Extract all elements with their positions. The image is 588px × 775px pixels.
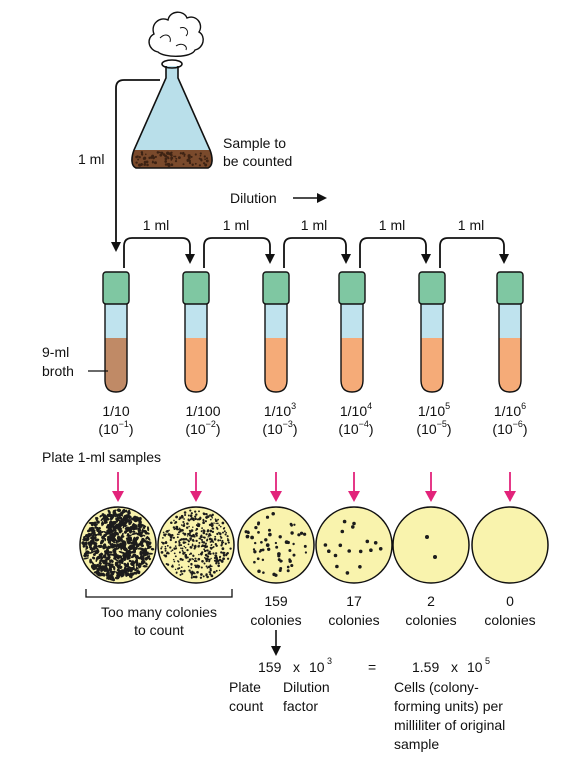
colony-count: 0 colonies	[484, 593, 535, 628]
transfer-arch: 1 ml	[283, 217, 351, 268]
transfer-label: 1 ml	[379, 217, 405, 233]
plate-samples-label: Plate 1-ml samples	[42, 449, 161, 465]
too-many-line2: to count	[134, 622, 184, 638]
calc-result-line4: sample	[394, 736, 439, 752]
calc-plate-count: 159	[258, 659, 282, 675]
colony-count: 17 colonies	[328, 593, 379, 628]
broth-label: 9-ml broth	[42, 344, 108, 379]
dilution-label: 1/106(10−6)	[492, 401, 527, 437]
dilution-fraction: 1/103	[264, 401, 296, 419]
transfer-arch: 1 ml	[439, 217, 509, 268]
transfer-arch: 1 ml	[203, 217, 275, 268]
dilution-tube	[102, 271, 130, 393]
dilution-fraction: 1/105	[418, 401, 450, 419]
calc-plate-label-line1: Plate	[229, 679, 261, 695]
calc-dilution-base: 10	[309, 659, 325, 675]
dilution-label: 1/104(10−4)	[338, 401, 373, 437]
dilution-scientific: (10−2)	[185, 419, 220, 437]
too-many-bracket: Too many colonies to count	[85, 589, 233, 638]
dilution-scientific: (10−6)	[492, 419, 527, 437]
calc-dilution-label-line2: factor	[283, 698, 318, 714]
flask-transfer-arrow: 1 ml	[78, 79, 160, 252]
colony-count-unit: colonies	[328, 612, 379, 628]
dilution-fraction: 1/104	[340, 401, 372, 419]
calc-result-exp: 5	[485, 656, 490, 666]
calc-dilution-exp: 3	[327, 656, 332, 666]
dilution-label: 1/100(10−2)	[185, 403, 220, 437]
cotton-plug-icon	[148, 11, 204, 57]
transfer-arches: 1 ml 1 ml 1 ml 1 ml 1 ml	[123, 217, 509, 268]
sample-label-line1: Sample to	[223, 135, 286, 151]
calc-equals: =	[368, 659, 376, 675]
calculation: 159 x 10 3 = 1.59 x 10 5 Plate count Dil…	[229, 656, 505, 752]
calc-result-times: x	[451, 659, 458, 675]
dilution-label: 1/103(10−3)	[262, 401, 297, 437]
dilution-scientific: (10−5)	[416, 419, 451, 437]
dilution-fraction: 1/106	[494, 401, 526, 419]
calc-result-line3: milliliter of original	[394, 717, 505, 733]
flask-liquid	[131, 66, 213, 168]
colony-counts: 159 colonies 17 colonies 2 colonies 0 colonies	[250, 593, 535, 628]
dilution-tubes	[102, 271, 524, 393]
petri-plate	[79, 506, 157, 584]
calc-dilution-label-line1: Dilution	[283, 679, 330, 695]
colony-count: 2 colonies	[405, 593, 456, 628]
dilution-direction: Dilution	[230, 190, 327, 206]
plating-arrows	[112, 472, 516, 502]
sample-label-line2: be counted	[223, 153, 292, 169]
transfer-label: 1 ml	[458, 217, 484, 233]
transfer-arch: 1 ml	[359, 217, 431, 268]
flask-transfer-label: 1 ml	[78, 151, 104, 167]
dilution-label: 1/10(10−1)	[98, 403, 133, 437]
colony-count-number: 17	[346, 593, 362, 609]
dilution-tube	[182, 271, 210, 393]
colony-count-number: 0	[506, 593, 514, 609]
flask-sediment	[131, 150, 213, 168]
broth-label-line2: broth	[42, 363, 74, 379]
colony-count-unit: colonies	[484, 612, 535, 628]
calc-result-mantissa: 1.59	[412, 659, 439, 675]
petri-plate	[237, 506, 315, 584]
dilution-scientific: (10−1)	[98, 419, 133, 437]
too-many-line1: Too many colonies	[101, 604, 217, 620]
calc-result-base: 10	[467, 659, 483, 675]
petri-plates	[79, 506, 549, 584]
calc-result-line2: forming units) per	[394, 698, 503, 714]
calc-plate-label-line2: count	[229, 698, 263, 714]
petri-plate	[471, 506, 549, 584]
flask: Sample to be counted	[131, 11, 292, 169]
dilution-scientific: (10−4)	[338, 419, 373, 437]
transfer-arch: 1 ml	[123, 217, 195, 268]
petri-plate	[157, 506, 235, 584]
colony-count: 159 colonies	[250, 593, 301, 628]
dilution-tube	[418, 271, 446, 393]
dilution-fraction: 1/10	[102, 403, 129, 419]
dilution-tube	[496, 271, 524, 393]
transfer-label: 1 ml	[301, 217, 327, 233]
transfer-label: 1 ml	[223, 217, 249, 233]
broth-label-line1: 9-ml	[42, 344, 69, 360]
dilution-scientific: (10−3)	[262, 419, 297, 437]
calc-result-line1: Cells (colony-	[394, 679, 479, 695]
dilution-labels: 1/10(10−1)1/100(10−2)1/103(10−3)1/104(10…	[98, 401, 527, 437]
dilution-label: 1/105(10−5)	[416, 401, 451, 437]
colony-count-unit: colonies	[250, 612, 301, 628]
petri-plate	[392, 506, 470, 584]
petri-plate	[315, 506, 393, 584]
dilution-fraction: 1/100	[185, 403, 220, 419]
colony-count-unit: colonies	[405, 612, 456, 628]
colony-count-number: 2	[427, 593, 435, 609]
dilution-label: Dilution	[230, 190, 277, 206]
calc-times: x	[293, 659, 300, 675]
dilution-tube	[262, 271, 290, 393]
dilution-tube	[338, 271, 366, 393]
colony-count-number: 159	[264, 593, 288, 609]
transfer-label: 1 ml	[143, 217, 169, 233]
